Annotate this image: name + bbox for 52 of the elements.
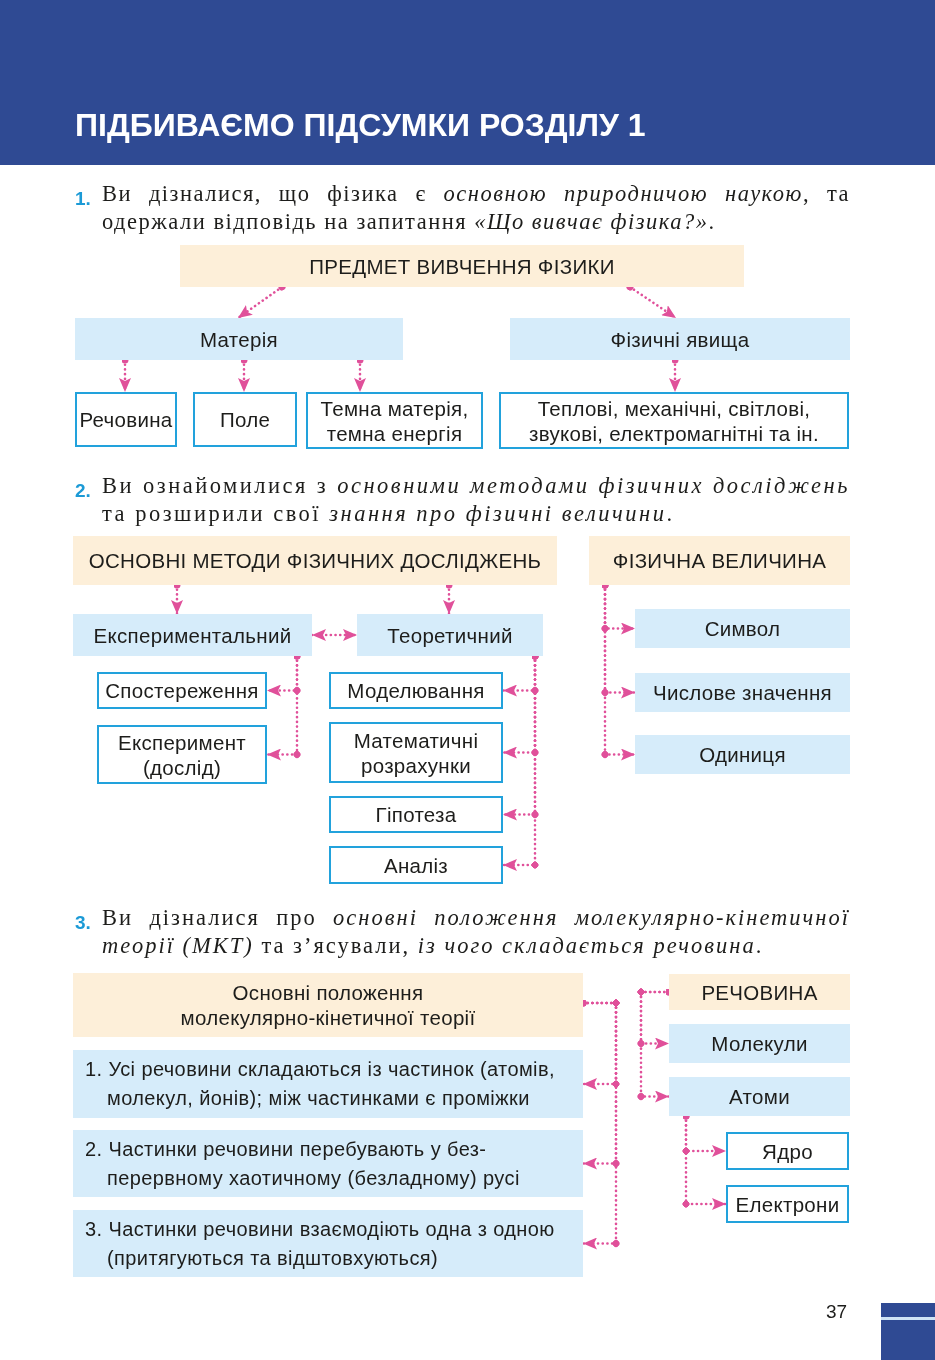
dotted-arrow	[119, 358, 131, 394]
list-number: 3.	[75, 911, 92, 935]
category-box: Теоретичний	[357, 614, 543, 656]
outlined-box: Аналіз	[329, 846, 503, 884]
dotted-arrow	[265, 654, 301, 761]
dotted-arrow	[501, 654, 539, 871]
outlined-box: Поле	[193, 392, 297, 447]
statement-box: 2. Частинки речовини перебувають у без-перервному хаотичному (безладному) русі	[73, 1130, 583, 1197]
outlined-box: Моделювання	[329, 672, 503, 709]
outlined-box: Гіпотеза	[329, 796, 503, 833]
page-number: 37	[826, 1300, 849, 1324]
dotted-arrow	[354, 358, 366, 394]
paragraph: Ви дізналися про основні положення молекулярно-кінетичної теорії (МКТ) та з’ясували, із чого складається речовина.	[102, 904, 850, 960]
heading-band: ПРЕДМЕТ ВИВЧЕННЯ ФІЗИКИ	[180, 245, 744, 287]
dotted-arrow	[236, 285, 286, 320]
dotted-arrow	[637, 988, 671, 1103]
category-box: Символ	[635, 609, 850, 648]
category-box: Матерія	[75, 318, 403, 360]
category-box: Атоми	[669, 1077, 850, 1116]
outlined-box: Електрони	[726, 1185, 849, 1223]
outlined-box: Експеримент (дослід)	[97, 725, 267, 784]
heading-band: РЕЧОВИНА	[669, 974, 850, 1010]
category-box: Молекули	[669, 1024, 850, 1063]
category-box: Одиниця	[635, 735, 850, 774]
dotted-arrow	[581, 999, 620, 1250]
heading-band: ОСНОВНІ МЕТОДИ ФІЗИЧНИХ ДОСЛІДЖЕНЬ	[73, 536, 557, 585]
statement-box: 1. Усі речовини складаються із частинок (атомів, молекул, йонів); між частинками є проміжки	[73, 1050, 583, 1118]
dotted-arrow	[626, 285, 678, 320]
outlined-box: Речовина	[75, 392, 177, 447]
paragraph: Ви дізналися, що фізика є основною природничою наукою, та одержали відповідь на запитання «Що вивчає фізика?».	[102, 180, 850, 236]
list-number: 1.	[75, 187, 92, 211]
category-box: Експериментальний	[73, 614, 312, 656]
outlined-box: Математичні розрахунки	[329, 722, 503, 783]
outlined-box: Спостереження	[97, 672, 267, 709]
outlined-box: Теплові, механічні, світлові, звукові, електромагнітні та ін.	[499, 392, 849, 449]
dotted-arrow	[601, 583, 637, 761]
dotted-arrow	[682, 1114, 728, 1210]
list-number: 2.	[75, 479, 92, 503]
paragraph: Ви ознайомилися з основними методами фізичних досліджень та розширили свої знання про фізичні величини.	[102, 472, 850, 528]
dotted-arrow	[443, 583, 455, 616]
outlined-box: Ядро	[726, 1132, 849, 1170]
outlined-box: Темна матерія, темна енергія	[306, 392, 483, 449]
statement-box: 3. Частинки речовини взаємодіють одна з одною (притягуються та відштовхуються)	[73, 1210, 583, 1277]
page-title: ПІДБИВАЄМО ПІДСУМКИ РОЗДІЛУ 1	[75, 106, 646, 144]
category-box: Фізичні явища	[510, 318, 850, 360]
dotted-arrow	[310, 629, 359, 641]
heading-band: Основні положення молекулярно-кінетичної теорії	[73, 973, 583, 1037]
heading-band: ФІЗИЧНА ВЕЛИЧИНА	[589, 536, 850, 585]
dotted-arrow	[669, 358, 681, 394]
category-box: Числове значення	[635, 673, 850, 712]
dotted-arrow	[238, 358, 250, 394]
dotted-arrow	[171, 583, 183, 616]
